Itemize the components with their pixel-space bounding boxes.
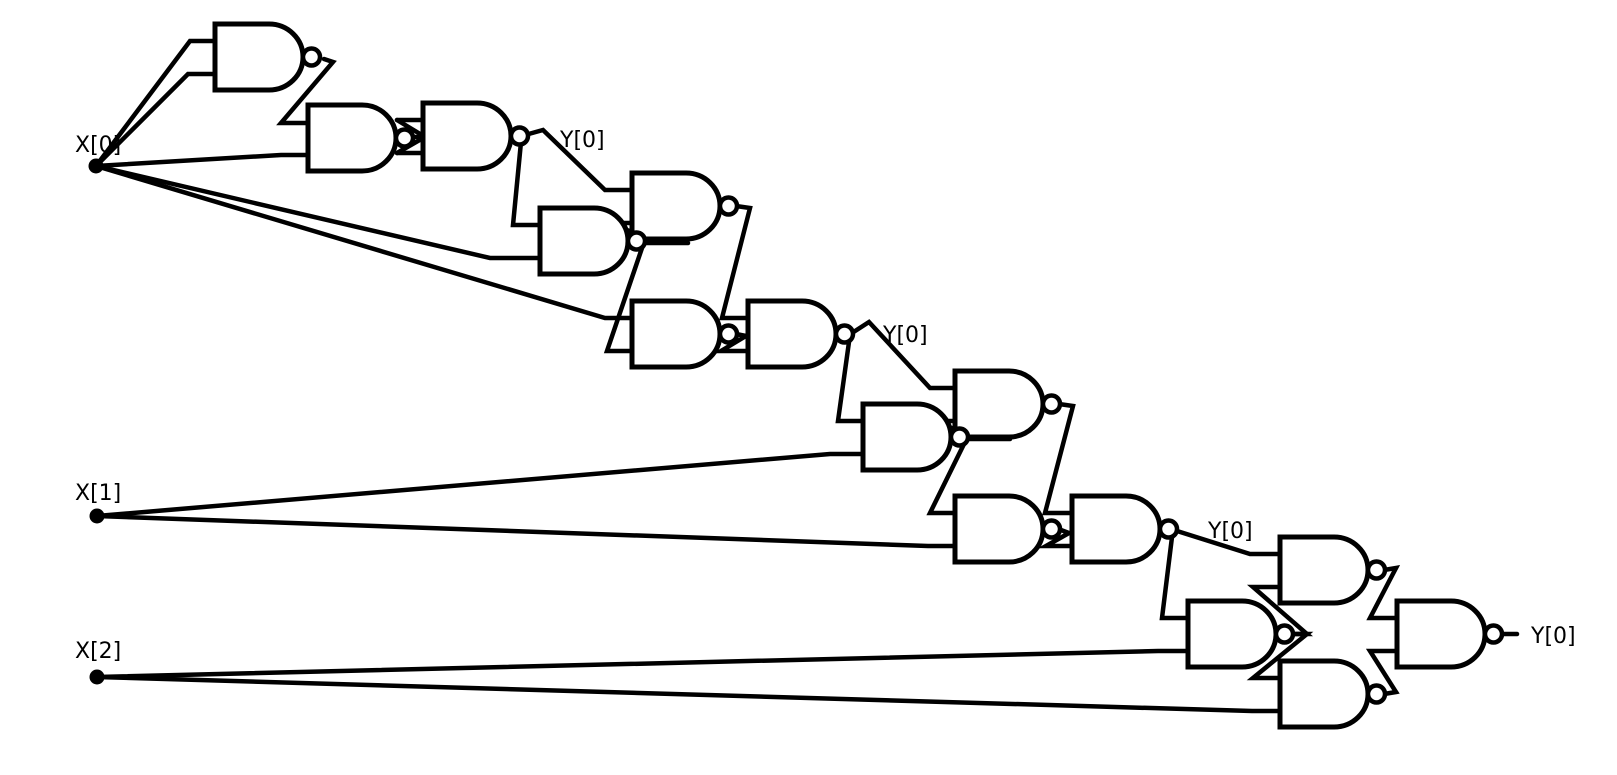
wire-16 [510, 139, 543, 228]
wire-3 [93, 152, 311, 169]
nand-4-nand-gate [537, 205, 631, 277]
nand-3-inverter-bubble [508, 125, 531, 147]
nand-11-inverter-bubble [1157, 518, 1180, 540]
nand-5-inverter-bubble [717, 195, 740, 217]
nand-9-inverter-bubble [1040, 393, 1063, 415]
wire-22 [849, 319, 958, 391]
nand-12-inverter-bubble [1273, 623, 1296, 645]
nand-2-inverter-bubble [393, 127, 416, 149]
nand-10-nand-gate [952, 493, 1046, 565]
nand-14-nand-gate [1277, 658, 1371, 730]
wire-20 [719, 203, 753, 321]
wire-6 [94, 451, 866, 519]
wire-10 [276, 56, 337, 126]
wire-8 [94, 648, 1191, 680]
nand-1-inverter-bubble [300, 46, 323, 68]
net-label-y0-3: Y[0] [1207, 519, 1253, 544]
wire-30 [1159, 534, 1191, 621]
nand-1-nand-gate [212, 21, 306, 93]
nand-6-nand-gate [629, 298, 723, 370]
wire-23 [835, 339, 866, 424]
nand-13-nand-gate [1277, 534, 1371, 606]
nand-15-inverter-bubble [1482, 623, 1505, 645]
output-label-y0: Y[0] [1530, 624, 1576, 649]
nand-15-nand-gate [1394, 598, 1488, 670]
bubbles-layer [300, 46, 1505, 705]
nand-11-nand-gate [1069, 493, 1163, 565]
nand-14-inverter-bubble [1365, 683, 1388, 705]
nand-8-inverter-bubble [948, 426, 971, 448]
labels-layer: X[0] X[1] X[2] Y[0] Y[0] Y[0] Y[0] [75, 128, 1576, 664]
wire-5 [93, 163, 635, 321]
net-label-y0-1: Y[0] [559, 128, 605, 153]
input-label-x0: X[0] [75, 133, 121, 158]
wire-34 [1365, 648, 1400, 697]
input-label-x1: X[1] [75, 481, 121, 506]
wire-19 [603, 245, 645, 354]
wire-4 [93, 163, 543, 261]
wire-27 [1042, 401, 1076, 516]
wire-7 [94, 513, 958, 549]
nand-4-inverter-bubble [625, 230, 648, 252]
wire-28 [1037, 527, 1075, 549]
nand-3-nand-gate [420, 100, 514, 172]
wire-29 [1174, 528, 1283, 557]
wire-33 [1366, 565, 1401, 621]
net-label-y0-2: Y[0] [882, 323, 928, 348]
wire-1 [93, 38, 218, 169]
nand-12-nand-gate [1185, 598, 1279, 670]
wire-26 [926, 441, 967, 516]
input-label-x2: X[2] [75, 639, 121, 664]
nand-9-nand-gate [952, 368, 1046, 440]
nand-2-nand-gate [305, 102, 399, 174]
nand-10-inverter-bubble [1040, 518, 1063, 540]
nand-7-nand-gate [745, 298, 839, 370]
wire-32 [1246, 631, 1314, 681]
nand-7-inverter-bubble [833, 323, 856, 345]
nand-13-inverter-bubble [1365, 559, 1388, 581]
input-label-x1-node-dot [89, 508, 105, 524]
input-label-x0-node-dot [88, 158, 104, 174]
nodes-layer [88, 158, 105, 685]
wire-15 [522, 127, 635, 193]
nand-5-nand-gate [629, 170, 723, 242]
wire-9 [94, 674, 1283, 714]
input-label-x2-node-dot [89, 669, 105, 685]
wire-2 [93, 71, 218, 169]
nand-8-nand-gate [860, 401, 954, 473]
nand-6-inverter-bubble [717, 323, 740, 345]
